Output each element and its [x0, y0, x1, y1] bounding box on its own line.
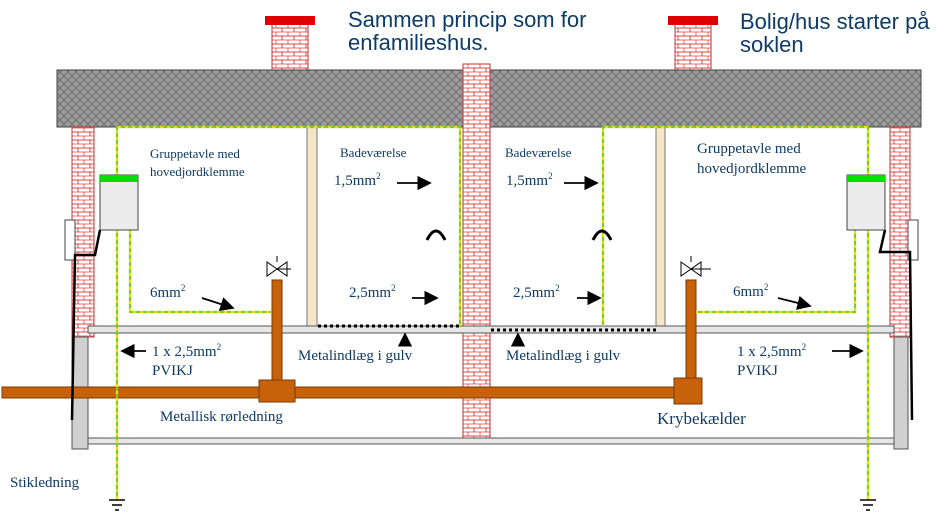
arrow-6-right — [777, 295, 812, 310]
wire-15-left: 1,5mm2 — [334, 171, 381, 190]
ground-symbol-left — [109, 499, 125, 511]
wire-15-left-text: 1,5mm — [334, 173, 377, 189]
valve-left — [266, 256, 291, 277]
title-center-text: Sammen princip som for enfamilieshus. — [348, 7, 587, 56]
valve-right — [680, 256, 711, 277]
wire-25-right-text: 2,5mm — [513, 285, 556, 301]
meter-box-left — [64, 219, 76, 261]
pipe-tee-left — [258, 379, 296, 403]
fixture-right — [591, 229, 613, 241]
wire-6-left: 6mm2 — [150, 283, 186, 302]
floor-insert-left: Metalindlæg i gulv — [298, 348, 413, 365]
crawl-space-label-text: Krybekælder — [657, 409, 746, 428]
panel-left-rail — [100, 175, 138, 182]
wire-15-right: 1,5mm2 — [506, 171, 553, 190]
wire-25-left-text: 2,5mm — [349, 285, 392, 301]
title-right-text: Bolig/hus starter på soklen — [740, 9, 930, 58]
cable-left-type: PVIKJ — [152, 362, 193, 379]
panel-left-label-text: Gruppetavle med hovedjordklemme — [150, 146, 245, 179]
fixture-left — [425, 229, 447, 241]
cable-right: 1 x 2,5mm2 PVIKJ — [737, 343, 806, 381]
metal-pipe-main — [1, 386, 699, 399]
wall-post-left — [306, 126, 318, 328]
floor-insert-right-text: Metalindlæg i gulv — [506, 348, 621, 364]
metal-pipe-label-text: Metallisk rørledning — [160, 409, 283, 425]
wire-15-right-text: 1,5mm — [506, 173, 549, 189]
foundation-right — [893, 336, 909, 450]
title-right: Bolig/hus starter på soklen — [740, 10, 930, 56]
bath-left-label-text: Badeværelse — [340, 145, 407, 160]
wire-15-right-sup: 2 — [548, 171, 553, 181]
ground-symbol-right — [860, 499, 876, 511]
service-line-label: Stikledning — [10, 475, 80, 492]
supply-line-left — [70, 229, 102, 421]
wire-25-left: 2,5mm2 — [349, 283, 396, 302]
wall-post-right — [655, 126, 666, 328]
chimney-right — [674, 21, 712, 73]
panel-left-label: Gruppetavle med hovedjordklemme — [150, 145, 290, 180]
crawl-bottom-beam — [87, 437, 895, 445]
supply-line-right — [878, 229, 914, 421]
bath-right-label: Badeværelse — [505, 146, 571, 160]
wire-25-right-sup: 2 — [555, 283, 560, 293]
metal-pipe-label: Metallisk rørledning — [160, 409, 283, 426]
pipe-riser-left — [271, 279, 283, 391]
meter-box-right — [907, 219, 919, 261]
chimney-cap-left — [265, 16, 315, 25]
panel-right-label-text: Gruppetavle med hovedjordklemme — [697, 141, 807, 177]
wire-15-left-sup: 2 — [376, 171, 381, 181]
cable-left: 1 x 2,5mm2 PVIKJ — [152, 343, 221, 381]
chimney-cap-right — [668, 16, 718, 25]
wire-25-left-sup: 2 — [391, 283, 396, 293]
pipe-riser-right — [685, 279, 697, 391]
cable-right-qty: 1 x 2,5mm — [737, 344, 802, 360]
wire-6-left-text: 6mm — [150, 285, 181, 301]
pipe-elbow-right — [673, 377, 703, 405]
bath-left-label: Badeværelse — [340, 146, 406, 160]
service-line-label-text: Stikledning — [10, 475, 80, 491]
cable-left-sup: 2 — [216, 342, 222, 352]
panel-right-label: Gruppetavle med hovedjordklemme — [697, 140, 837, 179]
wire-6-right-sup: 2 — [763, 282, 769, 292]
cable-right-type: PVIKJ — [737, 362, 778, 379]
floor-insert-right: Metalindlæg i gulv — [506, 348, 621, 365]
crawl-space-label: Krybekælder — [657, 410, 746, 428]
panel-left — [99, 174, 139, 231]
cable-left-qty: 1 x 2,5mm — [152, 344, 217, 360]
brick-column-right — [889, 126, 911, 338]
wire-6-right: 6mm2 — [733, 282, 769, 301]
arrow-6-left — [201, 297, 235, 311]
wire-25-right: 2,5mm2 — [513, 283, 560, 302]
wire-6-right-text: 6mm — [733, 284, 764, 300]
center-chimney — [462, 63, 491, 441]
chimney-left — [271, 21, 309, 73]
bath-right-label-text: Badeværelse — [505, 145, 572, 160]
floor-insert-left-text: Metalindlæg i gulv — [298, 348, 413, 364]
wire-6-left-sup: 2 — [180, 283, 186, 293]
panel-right — [846, 174, 886, 231]
title-center: Sammen princip som for enfamilieshus. — [348, 8, 628, 54]
pointer-arrows — [120, 175, 864, 359]
panel-right-rail — [847, 175, 885, 182]
cable-right-sup: 2 — [801, 342, 807, 352]
